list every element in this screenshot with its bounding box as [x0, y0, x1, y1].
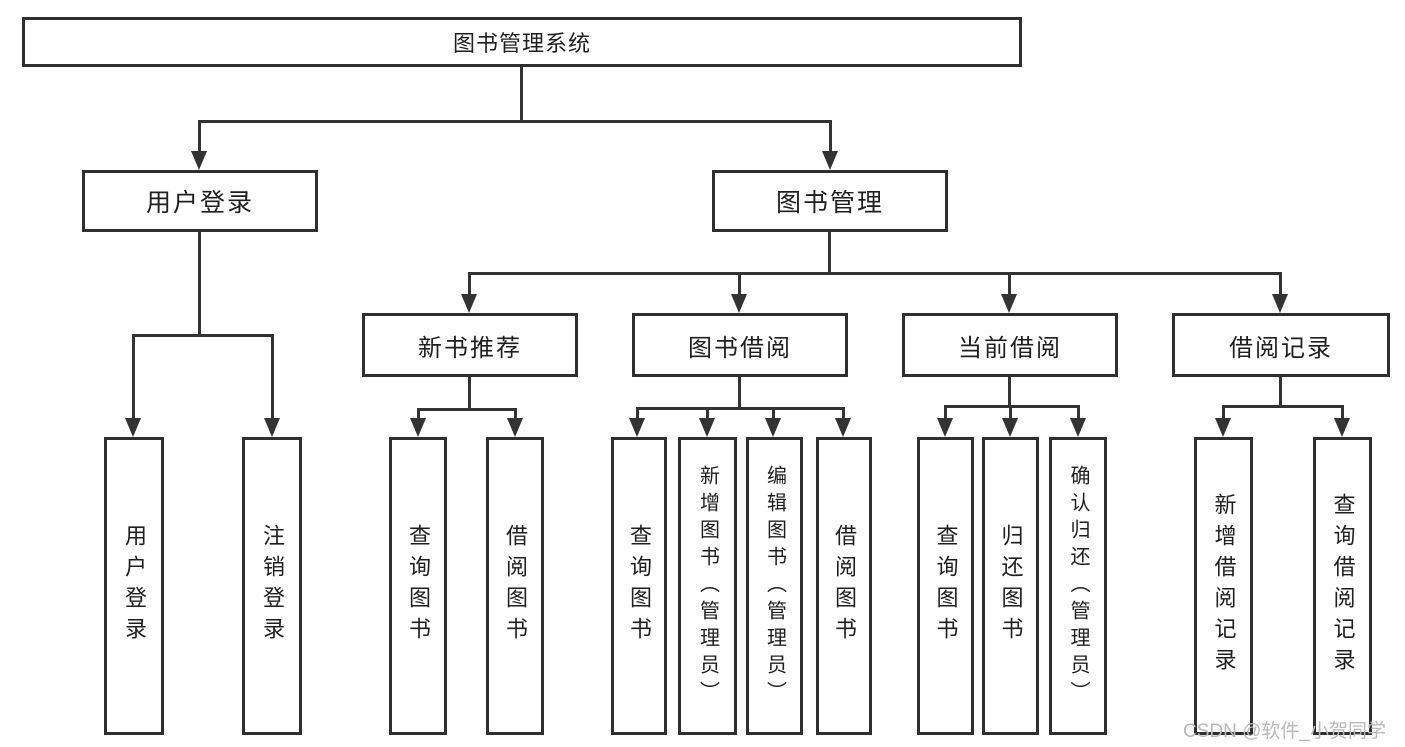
leaf-return-books: 归还图书: [982, 437, 1039, 735]
node-borrowing-records: 借阅记录: [1172, 313, 1390, 377]
leaf-return-books-label: 归还图书: [998, 524, 1024, 648]
connector-line: [132, 334, 274, 337]
node-book-management: 图书管理: [712, 170, 948, 232]
leaf-query-books-current: 查询图书: [917, 437, 974, 735]
connector-line: [417, 408, 420, 419]
arrowhead-down-icon: [191, 151, 207, 170]
leaf-query-books-recommend: 查询图书: [389, 437, 447, 735]
connector-line: [1008, 272, 1011, 295]
arrowhead-down-icon: [125, 418, 141, 437]
node-borrowing-records-label: 借阅记录: [1229, 334, 1333, 362]
leaf-logout-label: 注销登录: [260, 524, 285, 648]
arrowhead-down-icon: [1215, 418, 1231, 437]
arrowhead-down-icon: [937, 418, 953, 437]
connector-line: [1008, 377, 1011, 405]
leaf-user-login: 用户登录: [104, 437, 164, 735]
connector-line: [1222, 405, 1344, 408]
node-library-system-label: 图书管理系统: [452, 31, 591, 56]
leaf-confirm-return-admin: 确认归还（管理员）: [1049, 437, 1107, 735]
connector-line: [738, 377, 741, 407]
arrowhead-down-icon: [1002, 418, 1018, 437]
leaf-borrow-books-borrowing-label: 借阅图书: [832, 524, 857, 648]
connector-line: [829, 120, 832, 152]
connector-line: [271, 334, 274, 419]
arrowhead-down-icon: [822, 151, 838, 170]
connector-line: [514, 408, 517, 419]
node-book-borrowing-label: 图书借阅: [688, 334, 792, 362]
arrowhead-down-icon: [410, 418, 426, 437]
connector-line: [828, 232, 831, 272]
connector-line: [1222, 405, 1225, 419]
node-book-borrowing: 图书借阅: [632, 313, 848, 377]
node-new-book-recommend-label: 新书推荐: [418, 334, 522, 362]
node-library-system: 图书管理系统: [22, 17, 1022, 67]
connector-line: [772, 407, 775, 419]
arrowhead-down-icon: [765, 418, 781, 437]
arrowhead-down-icon: [1001, 294, 1017, 313]
leaf-logout: 注销登录: [242, 437, 302, 735]
node-book-management-label: 图书管理: [775, 189, 884, 217]
node-current-borrowing-label: 当前借阅: [958, 334, 1062, 362]
leaf-add-books-admin-label: 新增图书（管理员）: [696, 464, 719, 708]
connector-line: [738, 272, 741, 295]
arrowhead-down-icon: [629, 418, 645, 437]
connector-line: [636, 407, 639, 419]
connector-line: [417, 408, 517, 411]
leaf-add-borrow-record: 新增借阅记录: [1194, 437, 1253, 735]
connector-line: [1077, 405, 1080, 419]
connector-line: [842, 407, 845, 419]
node-current-borrowing: 当前借阅: [902, 313, 1118, 377]
connector-line: [132, 334, 135, 419]
leaf-confirm-return-admin-label: 确认归还（管理员）: [1067, 464, 1089, 708]
connector-line: [468, 377, 471, 408]
leaf-query-books-borrowing-label: 查询图书: [627, 524, 652, 648]
arrowhead-down-icon: [835, 418, 851, 437]
csdn-watermark: CSDN @软件_小贺同学: [1183, 721, 1386, 742]
connector-line: [1279, 272, 1282, 295]
arrowhead-down-icon: [1272, 294, 1288, 313]
arrowhead-down-icon: [507, 418, 523, 437]
node-new-book-recommend: 新书推荐: [362, 313, 578, 377]
leaf-query-borrow-record-label: 查询借阅记录: [1330, 493, 1356, 679]
arrowhead-down-icon: [731, 294, 747, 313]
connector-line: [636, 407, 845, 410]
leaf-query-borrow-record: 查询借阅记录: [1313, 437, 1372, 735]
connector-line: [468, 272, 1282, 275]
arrowhead-down-icon: [1334, 418, 1350, 437]
arrowhead-down-icon: [461, 294, 477, 313]
connector-line: [944, 405, 947, 419]
arrowhead-down-icon: [1070, 418, 1086, 437]
arrowhead-down-icon: [699, 418, 715, 437]
connector-line: [198, 120, 201, 152]
leaf-edit-books-admin: 编辑图书（管理员）: [746, 437, 803, 735]
leaf-borrow-books-borrowing: 借阅图书: [816, 437, 872, 735]
connector-line: [520, 67, 523, 120]
connector-line: [1009, 405, 1012, 419]
leaf-add-books-admin: 新增图书（管理员）: [678, 437, 737, 735]
connector-line: [468, 272, 471, 295]
leaf-query-books-recommend-label: 查询图书: [406, 524, 431, 648]
connector-line: [198, 120, 832, 123]
connector-line: [1279, 377, 1282, 405]
node-user-login: 用户登录: [82, 170, 318, 232]
leaf-add-borrow-record-label: 新增借阅记录: [1211, 493, 1237, 679]
leaf-edit-books-admin-label: 编辑图书（管理员）: [763, 464, 786, 708]
leaf-query-books-current-label: 查询图书: [933, 524, 959, 648]
connector-line: [1341, 405, 1344, 419]
node-user-login-label: 用户登录: [145, 189, 254, 217]
connector-line: [706, 407, 709, 419]
leaf-borrow-books-recommend: 借阅图书: [486, 437, 544, 735]
leaf-user-login-label: 用户登录: [122, 524, 147, 648]
leaf-borrow-books-recommend-label: 借阅图书: [503, 524, 528, 648]
connector-line: [944, 405, 1080, 408]
arrowhead-down-icon: [264, 418, 280, 437]
leaf-query-books-borrowing: 查询图书: [611, 437, 667, 735]
connector-line: [198, 232, 201, 334]
